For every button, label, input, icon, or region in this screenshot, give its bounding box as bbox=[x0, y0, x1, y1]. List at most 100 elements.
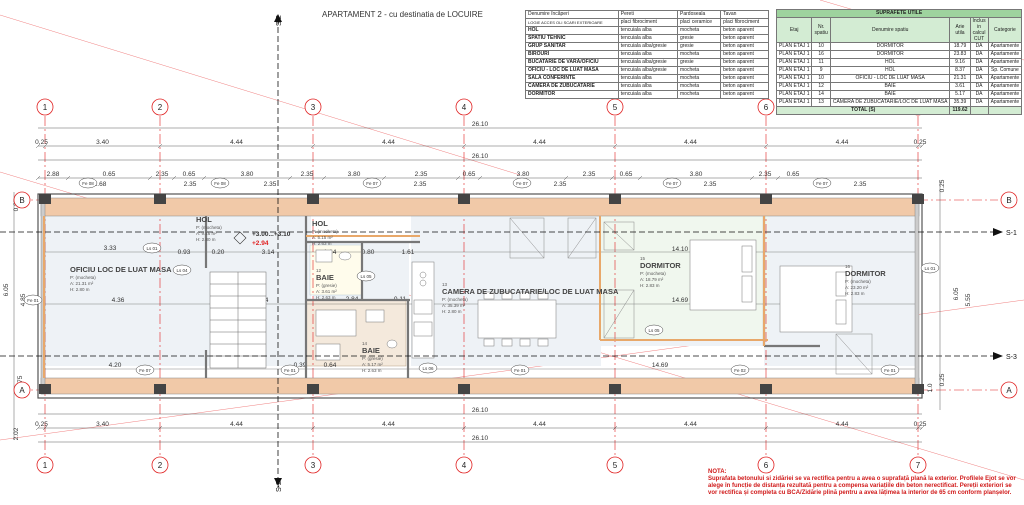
section-label-s2-bottom: S-2 bbox=[276, 481, 283, 492]
surfaces-cell: PLAN ETAJ 1 bbox=[775, 66, 813, 75]
surfaces-cell: PLAN ETAJ 1 bbox=[775, 98, 813, 107]
window-tag-label: Fe 08 bbox=[82, 181, 94, 186]
finishes-cell: gresie bbox=[677, 42, 722, 51]
window-tag-label: Fe 01 bbox=[27, 298, 39, 303]
svg-text:A: 9.16 m²: A: 9.16 m² bbox=[196, 231, 217, 236]
finishes-cell: DORMITOR bbox=[525, 90, 619, 99]
grid-bubble bbox=[1000, 191, 1018, 209]
grid-bubble bbox=[606, 98, 624, 116]
surfaces-cell: PLAN ETAJ 1 bbox=[775, 42, 813, 51]
svg-text:P: (mocheta): P: (mocheta) bbox=[70, 275, 96, 280]
grid-bubble-label: 5 bbox=[613, 103, 618, 112]
grid-bubble-label: 5 bbox=[613, 461, 618, 470]
finishes-cell: tencuiala alba/gresie bbox=[617, 66, 679, 75]
dimension-label: 3.80 bbox=[690, 171, 703, 178]
dimension-label: 3.40 bbox=[96, 139, 109, 146]
dimension-label: 3.40 bbox=[96, 421, 109, 428]
finishes-cell: beton aparent bbox=[720, 90, 769, 99]
surfaces-cell: CAMERA DE ZUBUCATARIE/LOC DE LUAT MASA bbox=[829, 98, 951, 107]
surfaces-cell: 16 bbox=[811, 50, 831, 59]
dimension-total: 26.10 bbox=[472, 407, 489, 414]
finishes-table: Denumire încăperi Pereti Pardoseala Tava… bbox=[525, 10, 769, 99]
finishes-cell: tencuiala alba bbox=[617, 82, 679, 91]
level-marker-icon bbox=[233, 231, 247, 245]
window-tag bbox=[662, 177, 682, 189]
dimension-label: 4.44 bbox=[836, 421, 849, 428]
grid-bubble bbox=[455, 456, 473, 474]
surfaces-cell: HOL bbox=[829, 58, 951, 67]
finishes-cell: HOL bbox=[525, 26, 619, 35]
dimension-label: 0.65 bbox=[620, 171, 633, 178]
surfaces-cell: BAIE bbox=[829, 90, 951, 99]
dimension-lines bbox=[13, 127, 941, 443]
grid-bubble bbox=[455, 98, 473, 116]
interior-dimension: 0.39 bbox=[294, 362, 307, 369]
svg-text:13: 13 bbox=[442, 282, 448, 287]
surfaces-cell: DA bbox=[969, 66, 989, 75]
surfaces-cell: DA bbox=[969, 90, 989, 99]
svg-text:A: 5.15 m²: A: 5.15 m² bbox=[312, 235, 333, 240]
finishes-header: Pereti bbox=[617, 10, 679, 19]
surfaces-cell: 21.31 bbox=[949, 74, 971, 83]
svg-text:H: 2.80 m: H: 2.80 m bbox=[70, 287, 90, 292]
window-tag-label: Ls 04 bbox=[176, 268, 188, 273]
dimension-label: 2.68 bbox=[94, 181, 107, 188]
svg-text:H: 2.63 m: H: 2.63 m bbox=[312, 241, 332, 246]
grid-bubble-label: B bbox=[1006, 196, 1011, 205]
window-tag-label: Fe 07 bbox=[816, 181, 828, 186]
finishes-cell: tencuiala alba bbox=[617, 74, 679, 83]
window-tag-label: Fe 07 bbox=[516, 181, 528, 186]
window-tag bbox=[812, 177, 832, 189]
surfaces-cell: Apartamente bbox=[987, 74, 1023, 83]
svg-text:A: 5.17 m²: A: 5.17 m² bbox=[362, 362, 383, 367]
window-tag-label: Ls 05 bbox=[360, 274, 372, 279]
grid-bubble bbox=[1000, 381, 1018, 399]
dimension-label: 4.44 bbox=[382, 139, 395, 146]
surfaces-cell: 35.39 bbox=[949, 98, 971, 107]
window-tag bbox=[920, 262, 940, 274]
grid-bubble bbox=[13, 191, 31, 209]
surfaces-cell: DA bbox=[969, 82, 989, 91]
dimension-label: 0.65 bbox=[183, 171, 196, 178]
finishes-header: Pardoseala bbox=[677, 10, 722, 19]
finishes-cell: beton aparent bbox=[720, 42, 769, 51]
dimension-label: 4.44 bbox=[230, 139, 243, 146]
window-tag-label: Fe 07 bbox=[366, 181, 378, 186]
grid-bubble-label: 2 bbox=[158, 461, 163, 470]
surfaces-cell: DA bbox=[969, 98, 989, 107]
dimension-label: 0.25 bbox=[939, 179, 946, 192]
interior-dimension: 1.61 bbox=[402, 249, 415, 256]
window-tag-label: Fe 01 bbox=[884, 368, 896, 373]
wardrobes bbox=[509, 217, 873, 375]
surfaces-cell: Apartamente bbox=[987, 50, 1023, 59]
surfaces-cell: 12 bbox=[811, 82, 831, 91]
finishes-cell: beton aparent bbox=[720, 26, 769, 35]
finishes-cell: placi fibrociment bbox=[617, 18, 679, 27]
note-block: NOTA: Suprafata betonului si zidăriei se… bbox=[708, 469, 1020, 497]
window-tag-label: Fe 07 bbox=[139, 368, 151, 373]
interior-dimension: 3.14 bbox=[262, 249, 275, 256]
surfaces-cell: 14 bbox=[811, 90, 831, 99]
surfaces-cell: PLAN ETAJ 1 bbox=[775, 82, 813, 91]
finishes-cell: beton aparent bbox=[720, 50, 769, 59]
dimension-label: 3.80 bbox=[348, 171, 361, 178]
svg-text:H: 2.63 m: H: 2.63 m bbox=[362, 368, 382, 373]
surfaces-cell: PLAN ETAJ 1 bbox=[775, 50, 813, 59]
surfaces-cell: OFICIU - LOC DE LUAT MASA bbox=[829, 74, 951, 83]
surfaces-cell: DA bbox=[969, 42, 989, 51]
window-tag-label: Ls 01 bbox=[924, 266, 936, 271]
svg-text:OFICIU LOC DE LUAT MASA: OFICIU LOC DE LUAT MASA bbox=[70, 265, 172, 274]
finishes-cell: CAMERA DE ZUBUCATARIE bbox=[525, 82, 619, 91]
surfaces-cell: 10 bbox=[811, 42, 831, 51]
surfaces-header: Denumire spatiu bbox=[829, 17, 951, 43]
svg-text:HOL: HOL bbox=[312, 219, 328, 228]
svg-text:A: 3.61 m²: A: 3.61 m² bbox=[316, 289, 337, 294]
kitchen-counter bbox=[411, 261, 435, 359]
surfaces-total-label: TOTAL (S) bbox=[775, 106, 951, 115]
section-arrows bbox=[274, 14, 1003, 486]
timber-partitions bbox=[43, 216, 768, 378]
